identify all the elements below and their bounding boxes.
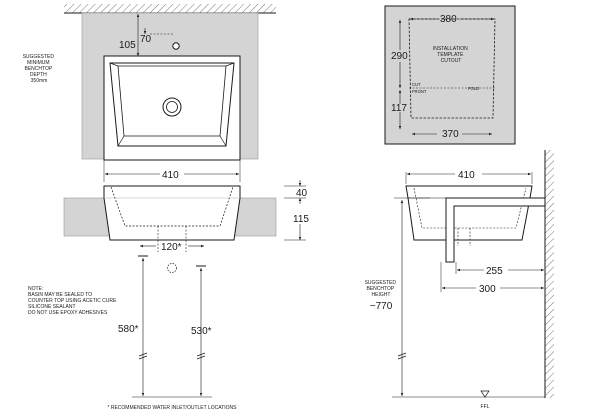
basin-front	[103, 185, 241, 241]
template-dim-290: 290	[391, 51, 408, 62]
front-dim-40: 40	[296, 188, 308, 199]
waste-inner	[166, 101, 178, 113]
wall-hatch	[64, 4, 276, 13]
footnote: * RECOMMENDED WATER INLET/OUTLET LOCATIO…	[108, 405, 238, 411]
top-dim-70: 70	[140, 34, 152, 45]
template-fold-label: FOLD	[468, 86, 479, 91]
template-dim-117: 117	[391, 103, 407, 114]
top-view	[64, 4, 276, 182]
benchtop-height-value: ~770	[370, 301, 393, 312]
front-dim-120: 120*	[161, 242, 182, 253]
template-sheet	[384, 5, 516, 145]
tap-hole	[172, 42, 180, 50]
front-dim-580: 580*	[118, 324, 139, 335]
template-dim-370: 370	[442, 129, 459, 140]
benchtop-side-section	[445, 197, 546, 263]
side-wall-hatch	[545, 150, 554, 398]
suggested-depth-label: SUGGESTED MINIMUM BENCHTOP DEPTH 350mm	[23, 54, 56, 84]
ffl-label: FFL	[481, 404, 490, 410]
outlet-circle	[167, 263, 177, 273]
ffl-marker	[480, 390, 490, 398]
side-dim-300: 300	[479, 284, 496, 295]
template-cut-label: CUT	[412, 82, 421, 87]
front-dim-530: 530*	[191, 326, 212, 337]
template-panel	[384, 5, 516, 145]
sealant-note: NOTE: BASIN MAY BE SEALED TO COUNTER TOP…	[28, 286, 118, 316]
side-view	[392, 150, 554, 398]
template-label: INSTALLATION TEMPLATE CUTOUT	[433, 46, 469, 64]
top-dim-105: 105	[119, 40, 136, 51]
template-front-label: FRONT	[412, 89, 427, 94]
template-dim-380: 380	[440, 14, 457, 25]
basin-side	[405, 185, 533, 241]
basin-bowl-hidden	[110, 186, 234, 227]
top-dim-410: 410	[162, 170, 179, 181]
side-dim-255: 255	[486, 266, 503, 277]
benchtop-height-label: SUGGESTED BENCHTOP HEIGHT	[365, 280, 398, 298]
side-dim-410: 410	[458, 170, 475, 181]
front-dim-115: 115	[293, 214, 309, 225]
waste-outer	[162, 97, 182, 117]
front-view	[63, 180, 306, 398]
